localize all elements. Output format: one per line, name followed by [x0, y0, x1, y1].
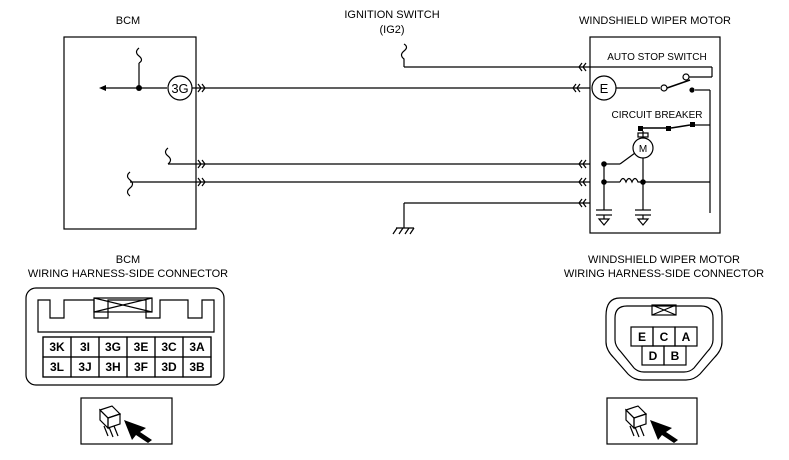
- wiper-pin-label: B: [671, 349, 680, 363]
- circuit-breaker-icon: [604, 122, 710, 165]
- bcm-connector-title-2: WIRING HARNESS-SIDE CONNECTOR: [28, 268, 228, 280]
- chassis-ground-icon: [392, 227, 415, 235]
- wiper-pin-label: A: [682, 330, 691, 344]
- wiper-terminal-e-label: E: [600, 81, 609, 96]
- bcm-terminal-3g-label: 3G: [171, 81, 188, 96]
- bcm-pin-label: 3C: [161, 340, 177, 354]
- ignition-switch-title: IGNITION SWITCH: [344, 9, 439, 21]
- ground-icon: [596, 209, 612, 226]
- motor-icon: M: [619, 131, 654, 182]
- auto-stop-switch-icon: [590, 66, 713, 213]
- bcm-pin-label: 3J: [78, 360, 91, 374]
- ignition-wave: [400, 43, 408, 67]
- bcm-pin-cell: [182, 356, 212, 378]
- wiper-pin-label: C: [660, 330, 669, 344]
- circuit-breaker-label: CIRCUIT BREAKER: [612, 110, 703, 121]
- wiper-pin-label: E: [638, 330, 646, 344]
- wiper-motor-box: [589, 36, 721, 234]
- bcm-wire-break-2: [126, 171, 134, 197]
- svg-text:M: M: [639, 144, 647, 155]
- bcm-pin-label: 3B: [189, 360, 205, 374]
- bcm-title: BCM: [116, 15, 140, 27]
- bcm-pin-label: 3H: [105, 360, 120, 374]
- bcm-pin-label: 3F: [134, 360, 148, 374]
- bcm-pin-label: 3I: [80, 340, 90, 354]
- bcm-wire-break-1: [164, 147, 172, 165]
- auto-stop-switch-label: AUTO STOP SWITCH: [607, 52, 706, 63]
- bcm-connector-title-1: BCM: [116, 254, 140, 266]
- coil-icon: [619, 177, 643, 184]
- bcm-connector-pins: 3K 3I 3G 3E 3C 3A 3L 3J 3H 3F 3D 3B: [42, 336, 212, 378]
- bcm-box: [63, 36, 197, 230]
- bcm-pin-label: 3G: [105, 340, 121, 354]
- connector-view-icon: [80, 397, 173, 445]
- wiper-pin-cell: [663, 345, 687, 366]
- bcm-pin-label: 3A: [189, 340, 205, 354]
- wiper-pin-label: D: [649, 349, 658, 363]
- wiper-connector-title-1: WINDSHIELD WIPER MOTOR: [588, 254, 740, 266]
- wiper-connector: [605, 297, 723, 381]
- connector-view-icon: [606, 397, 698, 445]
- ig2-label: (IG2): [379, 24, 404, 36]
- ground-icon: [635, 209, 651, 226]
- internal-wiring: [601, 161, 710, 210]
- bcm-pin-label: 3E: [134, 340, 149, 354]
- wiper-connector-marks: [572, 62, 587, 208]
- bcm-pin-label: 3D: [161, 360, 177, 374]
- arrow-left-icon: [99, 85, 106, 91]
- bcm-pin-label: 3K: [49, 340, 65, 354]
- bcm-connector-marks: [197, 83, 206, 187]
- wiper-motor-title: WINDSHIELD WIPER MOTOR: [579, 15, 731, 27]
- wiper-connector-title-2: WIRING HARNESS-SIDE CONNECTOR: [564, 268, 764, 280]
- bcm-pin-label: 3L: [50, 360, 64, 374]
- bcm-internal-circuit: [99, 47, 167, 91]
